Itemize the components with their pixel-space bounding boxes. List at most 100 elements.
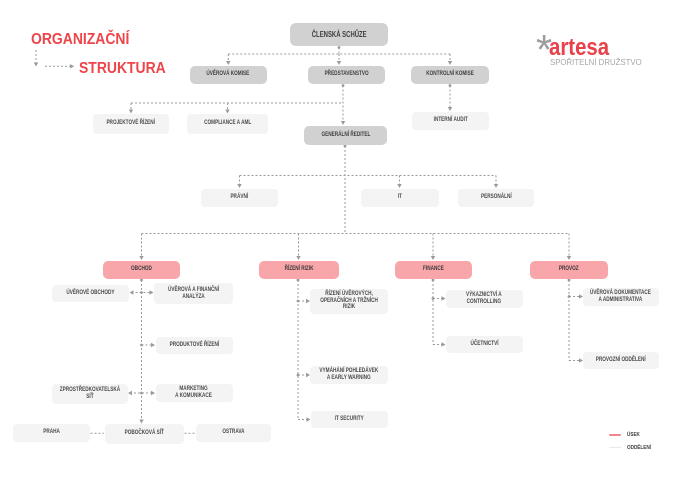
node-it-security: IT SECURITY (310, 411, 388, 428)
node-clenska-schuze: ČLENSKÁ SCHŮZE (290, 22, 388, 46)
connector-arrowhead-right (579, 358, 583, 363)
node-produktove-rizeni: PRODUKTOVÉ ŘÍZENÍ (155, 336, 233, 354)
usek-line-swatch (608, 434, 621, 437)
node-marketing-a-komunikace: MARKETING A KOMUNIKACE (155, 383, 233, 402)
connector-arrowhead-right (579, 294, 583, 299)
node-pravni: PRÁVNÍ (201, 188, 278, 207)
node-label-finance: FINANCE (422, 265, 444, 273)
node-label-zprostredkovatelska-sit: ZPROSTŘEDKOVATELSKÁ SÍŤ (59, 385, 120, 400)
connector-arrowhead-down (447, 61, 453, 65)
asterisk-icon: * (536, 25, 553, 73)
node-praha: PRAHA (13, 423, 90, 442)
node-label-uverova-financni-analyza: ÚVĚROVÁ A FINANČNÍ ANALÝZA (167, 285, 219, 300)
connector-arrowhead-down (566, 256, 572, 260)
connector-arrowhead-right (441, 342, 446, 347)
node-projektove-rizeni: PROJEKTOVÉ ŘÍZENÍ (93, 114, 169, 134)
node-label-uverova-dokumentace: ÚVĚROVÁ DOKUMENTACE A ADMINISTRATIVA (590, 288, 652, 303)
node-label-ucetnictvi: ÚČETNICTVÍ (469, 340, 499, 348)
node-label-ostrava: OSTRAVA (222, 428, 245, 436)
node-rizeni-uverovych-rizik: ŘÍZENÍ ÚVĚROVÝCH, OPERAČNÍCH A TRŽNÍCH R… (310, 288, 388, 314)
node-zprostredkovatelska-sit: ZPROSTŘEDKOVATELSKÁ SÍŤ (51, 383, 128, 404)
connector-arrowhead-down (128, 109, 134, 114)
connector-arrowhead-left (129, 290, 134, 295)
node-label-marketing-a-komunikace: MARKETING A KOMUNIKACE (175, 384, 213, 399)
connector-arrowhead-down (397, 184, 402, 188)
node-uverova-komise: ÚVĚROVÁ KOMISE (190, 65, 267, 84)
title-line-1: ORGANIZAČNÍ (31, 31, 130, 48)
node-label-pravni: PRÁVNÍ (230, 193, 249, 201)
legend-label-usek: ÚSEK (626, 432, 640, 439)
connector-arrowhead-down (237, 184, 242, 188)
node-vymahani-pohledavek: VYMÁHÁNÍ POHLEDÁVEK A EARLY WARNING (310, 366, 388, 384)
connector-arrowhead-right (306, 372, 310, 378)
connector-arrowhead-right (306, 298, 310, 304)
connector-arrowhead-right (151, 390, 155, 396)
connector-arrowhead-right (441, 296, 446, 301)
node-label-obchod: OBCHOD (130, 265, 152, 273)
node-obchod: OBCHOD (102, 260, 180, 279)
node-label-uverove-obchody: ÚVĚROVÉ OBCHODY (66, 288, 115, 296)
node-label-personalni: PERSONÁLNÍ (480, 193, 512, 201)
node-uverove-obchody: ÚVĚROVÉ OBCHODY (52, 285, 129, 302)
node-label-vykaznictvi-controlling: VÝKAZNICTVÍ A CONTROLLING (466, 290, 502, 305)
node-label-uverova-komise: ÚVĚROVÁ KOMISE (206, 70, 250, 78)
connector-arrowhead-down (139, 419, 144, 424)
connector-arrowhead-down (340, 121, 346, 125)
node-label-produktove-rizeni: PRODUKTOVÉ ŘÍZENÍ (169, 340, 219, 348)
logo-subtitle: SPOŘITELNÍ DRUŽSTVO (550, 57, 642, 67)
node-rizeni-rizik: ŘÍZENÍ RIZIK (259, 260, 339, 279)
connector-arrowhead-right (149, 290, 154, 295)
node-interni-audit: INTERNÍ AUDIT (411, 111, 489, 130)
title-line-2: STRUKTURA (79, 60, 166, 77)
node-label-rizeni-rizik: ŘÍZENÍ RIZIK (284, 265, 314, 273)
node-label-kontrolni-komise: KONTROLNÍ KOMISE (426, 70, 474, 78)
legend-label-oddeleni: ODDĚLENÍ (626, 444, 651, 451)
node-label-predstavenstvo: PŘEDSTAVENSTVO (324, 70, 369, 78)
node-predstavenstvo: PŘEDSTAVENSTVO (308, 65, 385, 84)
node-generalni-reditel: GENERÁLNÍ ŘEDITEL (304, 125, 387, 145)
node-label-vymahani-pohledavek: VYMÁHÁNÍ POHLEDÁVEK A EARLY WARNING (319, 367, 379, 381)
connector-arrowhead-right (70, 64, 75, 69)
connector-arrowhead-right (306, 417, 311, 422)
connector-arrowhead-down (447, 107, 453, 111)
connector-arrowhead-down (430, 256, 436, 260)
node-personalni: PERSONÁLNÍ (458, 188, 534, 207)
node-uverova-financni-analyza: ÚVĚROVÁ A FINANČNÍ ANALÝZA (154, 283, 233, 304)
node-kontrolni-komise: KONTROLNÍ KOMISE (411, 65, 489, 84)
legend-row-oddeleni: ODDĚLENÍ (608, 441, 657, 453)
node-provozni-oddeleni: PROVOZNÍ ODDĚLENÍ (583, 351, 659, 369)
node-label-compliance-a-aml: COMPLIANCE A AML (203, 119, 252, 127)
legend: ÚSEK ODDĚLENÍ (608, 429, 657, 454)
node-pobockova-sit: POBOČKOVÁ SÍŤ (104, 424, 184, 444)
node-label-it: IT (397, 193, 402, 201)
node-finance: FINANCE (395, 260, 472, 279)
node-it: IT (361, 188, 439, 207)
connector-arrowhead-down (493, 184, 499, 188)
connector-arrowhead-down (33, 62, 39, 67)
node-uverova-dokumentace: ÚVĚROVÁ DOKUMENTACE A ADMINISTRATIVA (583, 287, 659, 306)
legend-row-usek: ÚSEK (608, 429, 657, 441)
node-label-it-security: IT SECURITY (334, 415, 364, 423)
node-label-rizeni-uverovych-rizik: ŘÍZENÍ ÚVĚROVÝCH, OPERAČNÍCH A TRŽNÍCH R… (320, 289, 378, 311)
node-label-praha: PRAHA (43, 428, 60, 436)
connector-arrowhead-down (296, 256, 301, 260)
node-label-pobockova-sit: POBOČKOVÁ SÍŤ (124, 429, 164, 437)
connector-arrowhead-down (336, 61, 342, 65)
connector-arrowhead-down (225, 109, 230, 114)
connector-dot (140, 391, 143, 395)
connector-arrowhead-right (151, 342, 155, 348)
node-label-provozni-oddeleni: PROVOZNÍ ODDĚLENÍ (595, 355, 646, 363)
node-label-provoz: PROVOZ (559, 265, 579, 273)
node-ucetnictvi: ÚČETNICTVÍ (445, 336, 523, 353)
connector-arrowhead-down (226, 61, 231, 65)
node-label-generalni-reditel: GENERÁLNÍ ŘEDITEL (321, 130, 370, 138)
node-label-interni-audit: INTERNÍ AUDIT (433, 116, 468, 124)
node-ostrava: OSTRAVA (195, 423, 271, 442)
node-label-clenska-schuze: ČLENSKÁ SCHŮZE (311, 28, 367, 39)
oddeleni-line-swatch (608, 446, 621, 449)
logo-name: artesa (549, 33, 610, 61)
node-compliance-a-aml: COMPLIANCE A AML (187, 114, 268, 134)
connector-arrowhead-down (139, 256, 144, 260)
